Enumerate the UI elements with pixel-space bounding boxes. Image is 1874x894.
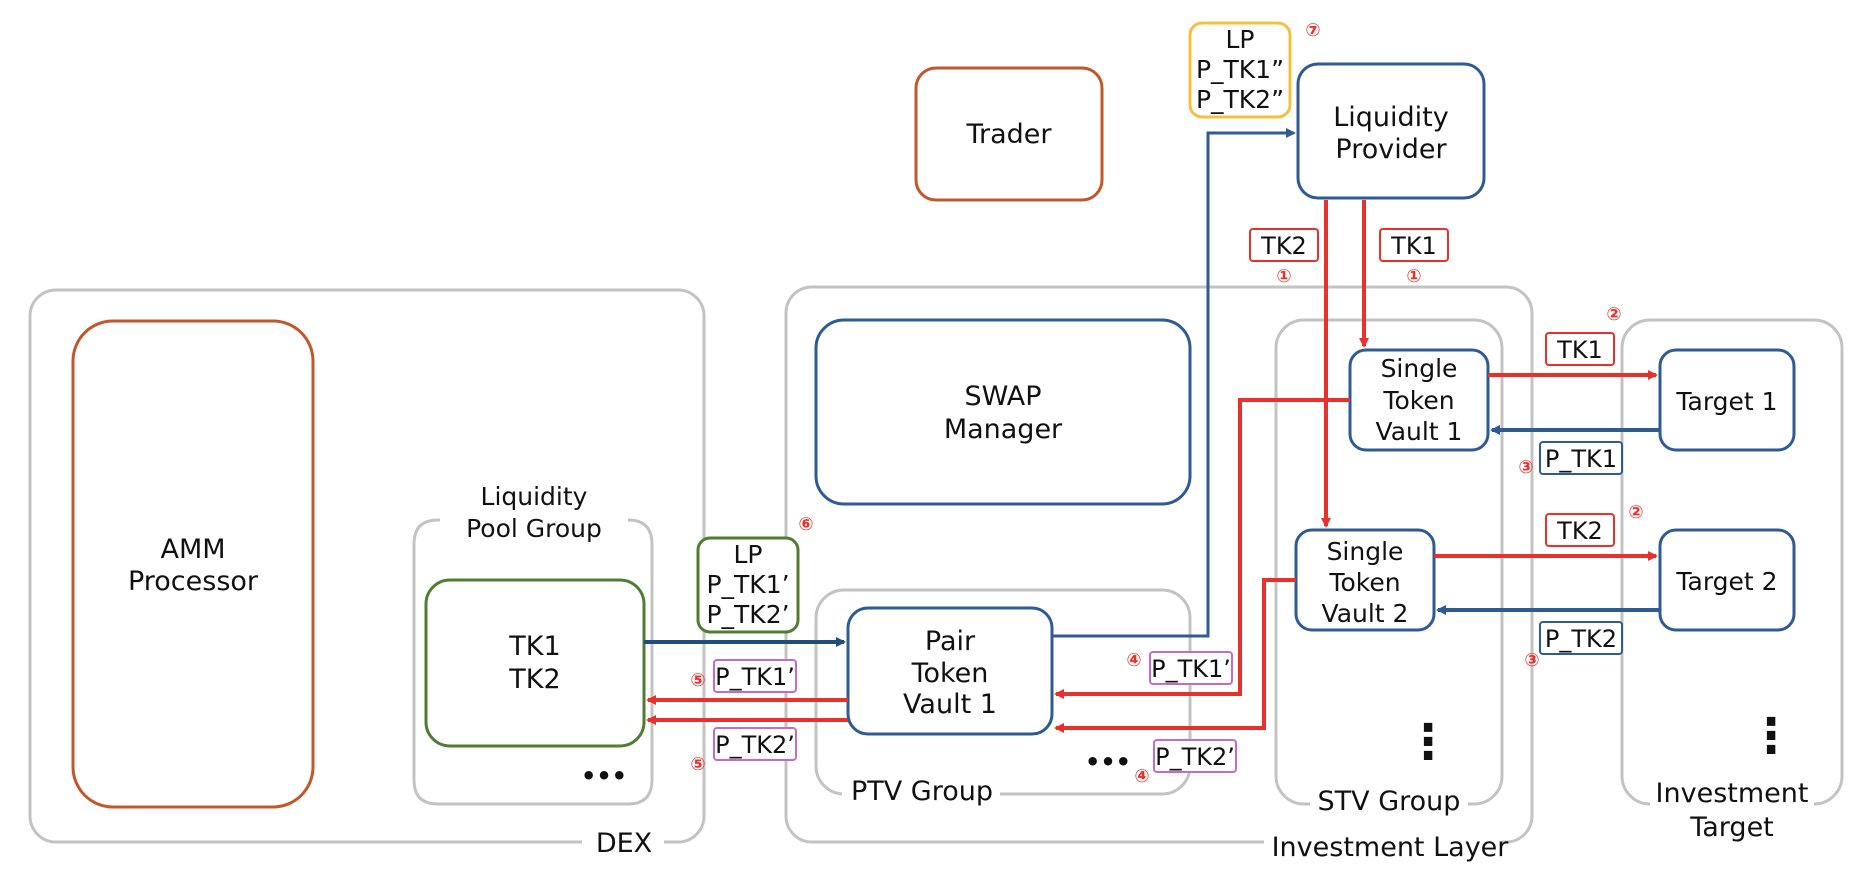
arrow-stv1-to-ptv1 bbox=[1054, 398, 1350, 699]
target-2-label: Target 2 bbox=[1675, 567, 1777, 596]
step-4-marker-a: ④ bbox=[1126, 650, 1141, 671]
swap-manager-box bbox=[814, 318, 1192, 506]
swap-manager-label-1: SWAP bbox=[964, 381, 1041, 412]
lp-stack-7-line-2: P_TK1” bbox=[1196, 55, 1284, 84]
investment-target-label-2: Target bbox=[1689, 812, 1774, 843]
single-token-vault-1-label-2: Token bbox=[1382, 386, 1454, 415]
lp-stack-6-line-1: LP bbox=[733, 540, 762, 569]
step-2-marker-a: ② bbox=[1606, 304, 1621, 325]
step-4-marker-b: ④ bbox=[1134, 766, 1149, 787]
target-2-box bbox=[1658, 528, 1796, 632]
investment-layer-label-gap bbox=[1264, 826, 1502, 858]
target-1-box bbox=[1658, 348, 1796, 452]
pool-token-2: TK2 bbox=[508, 664, 560, 695]
liquidity-provider-label-2: Provider bbox=[1335, 134, 1447, 165]
tag-ptk2-from-target-text: P_TK2 bbox=[1545, 625, 1617, 653]
dex-label: DEX bbox=[596, 828, 652, 859]
pair-token-vault-1-box bbox=[846, 606, 1054, 736]
pair-token-vault-1-label-1: Pair bbox=[925, 626, 976, 657]
step-2-marker-b: ② bbox=[1628, 502, 1643, 523]
step-1-marker-a: ① bbox=[1276, 266, 1291, 287]
pool-ellipsis: ••• bbox=[581, 762, 627, 790]
single-token-vault-2-label-1: Single bbox=[1327, 537, 1404, 566]
investment-layer-label: Investment Layer bbox=[1272, 832, 1510, 863]
tag-ptk1-prime-to-pool-text: P_TK1’ bbox=[715, 663, 795, 691]
pool-box bbox=[424, 578, 646, 748]
liquidity-provider-box bbox=[1296, 62, 1486, 200]
tag-ptk1-from-target-text: P_TK1 bbox=[1545, 445, 1617, 473]
tag-ptk1-prime-to-pool bbox=[713, 659, 797, 693]
step-3-marker-b: ③ bbox=[1524, 650, 1539, 671]
arrow-ptv1-to-lp bbox=[1052, 128, 1296, 638]
stv-group-label-gap bbox=[1310, 786, 1468, 818]
tag-tk1-from-lp-text: TK1 bbox=[1390, 232, 1437, 260]
step-3-marker-a: ③ bbox=[1518, 457, 1533, 478]
investment-target-label-1: Investment bbox=[1656, 778, 1809, 809]
tag-ptk2-prime-to-pool bbox=[713, 727, 797, 761]
stv-group-label: STV Group bbox=[1318, 786, 1461, 817]
pair-token-vault-1-label-2: Token bbox=[911, 658, 989, 689]
step-6-marker: ⑥ bbox=[798, 514, 813, 535]
trader-label: Trader bbox=[965, 119, 1052, 150]
tag-tk1-to-target-text: TK1 bbox=[1556, 336, 1603, 364]
tag-tk2-from-lp-text: TK2 bbox=[1260, 232, 1307, 260]
single-token-vault-1-label-3: Vault 1 bbox=[1376, 417, 1463, 446]
lp-stack-7-line-3: P_TK2” bbox=[1196, 85, 1284, 114]
dex-label-gap bbox=[582, 826, 664, 858]
lp-stack-6-box bbox=[696, 536, 800, 634]
lp-stack-7-box bbox=[1188, 21, 1292, 119]
amm-processor-label-2: Processor bbox=[128, 566, 259, 597]
liquidity-provider-label-1: Liquidity bbox=[1333, 102, 1449, 133]
pool-token-1: TK1 bbox=[508, 631, 560, 662]
tag-ptk1-prime-to-ptv bbox=[1149, 651, 1233, 685]
tag-ptk1-from-target bbox=[1539, 441, 1623, 475]
lp-stack-7-line-1: LP bbox=[1225, 25, 1254, 54]
tag-tk1-to-target bbox=[1545, 332, 1615, 366]
tag-ptk2-prime-to-pool-text: P_TK2’ bbox=[715, 731, 795, 759]
single-token-vault-1-label-1: Single bbox=[1381, 354, 1458, 383]
arrow-stv2-to-ptv1 bbox=[1054, 578, 1296, 733]
liquidity-pool-group-label-1: Liquidity bbox=[481, 482, 588, 511]
ptv-ellipsis: ••• bbox=[1085, 748, 1131, 776]
tag-ptk2-from-target bbox=[1539, 621, 1623, 655]
stv-ellipsis: ⋮ bbox=[1404, 714, 1452, 770]
tag-tk2-to-target bbox=[1545, 513, 1615, 547]
single-token-vault-2-label-3: Vault 2 bbox=[1322, 599, 1409, 628]
amm-processor-label-1: AMM bbox=[160, 534, 225, 565]
tag-tk1-from-lp bbox=[1379, 228, 1449, 262]
liquidity-pool-group-label-2: Pool Group bbox=[466, 514, 602, 543]
tag-ptk1-prime-to-ptv-text: P_TK1’ bbox=[1151, 655, 1231, 683]
lp-stack-6-line-2: P_TK1’ bbox=[706, 570, 789, 599]
step-1-marker-b: ① bbox=[1406, 266, 1421, 287]
liquidity-pool-group bbox=[412, 518, 654, 806]
target-ellipsis: ⋮ bbox=[1747, 708, 1795, 764]
swap-manager-label-2: Manager bbox=[944, 414, 1063, 445]
ptv-group-label-gap bbox=[842, 776, 1000, 808]
target-1-label: Target 1 bbox=[1675, 387, 1777, 416]
lp-stack-6-line-3: P_TK2’ bbox=[706, 600, 789, 629]
step-5-marker-a: ⑤ bbox=[690, 670, 705, 691]
amm-processor-box bbox=[71, 319, 315, 809]
tag-tk2-from-lp bbox=[1249, 228, 1319, 262]
step-7-marker: ⑦ bbox=[1305, 20, 1320, 41]
pair-token-vault-1-label-3: Vault 1 bbox=[903, 689, 997, 720]
ptv-group-label: PTV Group bbox=[851, 776, 993, 807]
single-token-vault-2-label-2: Token bbox=[1328, 568, 1400, 597]
tag-tk2-to-target-text: TK2 bbox=[1556, 517, 1603, 545]
investment-target-label-gap bbox=[1650, 780, 1814, 846]
trader-box bbox=[914, 66, 1104, 202]
tag-ptk2-prime-to-ptv bbox=[1153, 739, 1237, 773]
tag-ptk2-prime-to-ptv-text: P_TK2’ bbox=[1155, 743, 1235, 771]
step-5-marker-b: ⑤ bbox=[690, 754, 705, 775]
